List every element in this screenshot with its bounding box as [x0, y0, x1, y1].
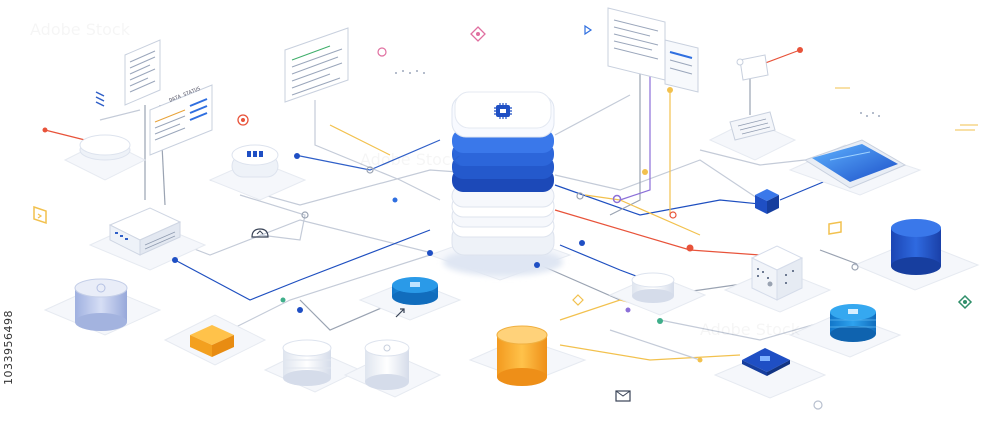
tag-icon — [33, 205, 47, 225]
connector-line — [314, 100, 441, 201]
diamond-icon — [572, 294, 584, 306]
connector-line — [44, 129, 86, 141]
node-dot — [579, 240, 585, 246]
connector-line — [554, 159, 761, 201]
router-device[interactable] — [108, 207, 182, 256]
connector-line — [239, 194, 306, 241]
doc-panel-center-left[interactable] — [284, 27, 349, 103]
node-dot — [625, 307, 631, 313]
node-dot — [642, 169, 648, 175]
chip-icon — [494, 103, 512, 119]
node-dot — [612, 194, 622, 204]
node-dot — [366, 166, 374, 174]
receipt-panel[interactable] — [736, 54, 769, 81]
white-disk-right[interactable] — [631, 272, 675, 303]
node-dot — [42, 127, 48, 133]
white-cube-server[interactable] — [750, 245, 804, 301]
connector-line — [299, 299, 401, 331]
node-dot — [301, 211, 309, 219]
storage-cylinder-white-b[interactable] — [364, 339, 410, 390]
connector-line — [619, 60, 651, 201]
node-dot — [576, 192, 584, 200]
connector-line — [99, 109, 141, 121]
doc-panel-top-right[interactable] — [607, 7, 699, 93]
connector-line — [609, 329, 701, 361]
central-server-stack[interactable] — [443, 91, 563, 276]
doc-panel-left-small[interactable] — [124, 39, 161, 106]
key-icon — [957, 294, 973, 310]
node-dot — [667, 87, 673, 93]
node-dot — [767, 281, 773, 287]
link-icon — [95, 91, 105, 107]
node-dot — [797, 47, 803, 53]
storage-cylinder-white-a[interactable] — [282, 339, 332, 386]
orange-cylinder[interactable] — [496, 325, 548, 386]
node-dot — [851, 263, 859, 271]
blue-cylinder-large[interactable] — [891, 219, 941, 275]
connector-line — [659, 319, 831, 341]
laptop-device[interactable] — [729, 111, 776, 141]
connector-line — [559, 344, 741, 361]
node-dot — [669, 211, 677, 219]
doc-panel-status[interactable]: DATA STATUS — [149, 84, 213, 156]
stock-image-id: 1033956498 — [2, 310, 15, 385]
key-icon — [828, 221, 842, 235]
connector-line — [699, 149, 806, 166]
cloud-icon — [251, 228, 269, 238]
blue-cube-small[interactable] — [755, 189, 779, 214]
blue-chip-board[interactable] — [742, 348, 790, 376]
pin-icon — [377, 47, 387, 57]
decorative-dots — [395, 70, 880, 117]
node-dot — [172, 257, 178, 263]
key-icon — [813, 400, 823, 410]
node-dot — [657, 318, 663, 324]
connector-line — [229, 254, 431, 331]
node-dot — [297, 307, 303, 313]
node-dot — [697, 357, 703, 363]
gear-icon — [237, 114, 249, 126]
connector-line — [819, 249, 861, 266]
arrow-icon — [395, 308, 405, 318]
node-dot — [294, 153, 300, 159]
connector-line — [759, 49, 801, 66]
connector-line — [329, 124, 391, 156]
oval-device-topleft[interactable] — [79, 134, 131, 161]
connection-nodes — [42, 47, 859, 363]
disk-server-white[interactable] — [231, 144, 279, 178]
mail-icon — [615, 390, 631, 402]
node-dot — [280, 297, 286, 303]
tablet-device[interactable] — [803, 139, 907, 189]
blue-disk-center[interactable] — [392, 277, 438, 305]
diamond-icon — [470, 26, 486, 42]
storage-cylinder-lavender[interactable] — [74, 278, 128, 331]
connector-line — [609, 60, 641, 216]
cursor-icon — [584, 24, 593, 36]
cyan-disk-stack[interactable] — [830, 304, 876, 342]
node-dot — [534, 262, 540, 268]
node-dot — [427, 250, 433, 256]
node-dot — [392, 197, 398, 203]
connector-line — [294, 139, 441, 171]
node-dot — [686, 244, 694, 252]
decorative-dashes — [835, 87, 978, 131]
orange-cube[interactable] — [190, 325, 234, 357]
connector-line — [554, 94, 631, 136]
connector-line — [174, 229, 431, 301]
connector-line — [554, 184, 771, 216]
